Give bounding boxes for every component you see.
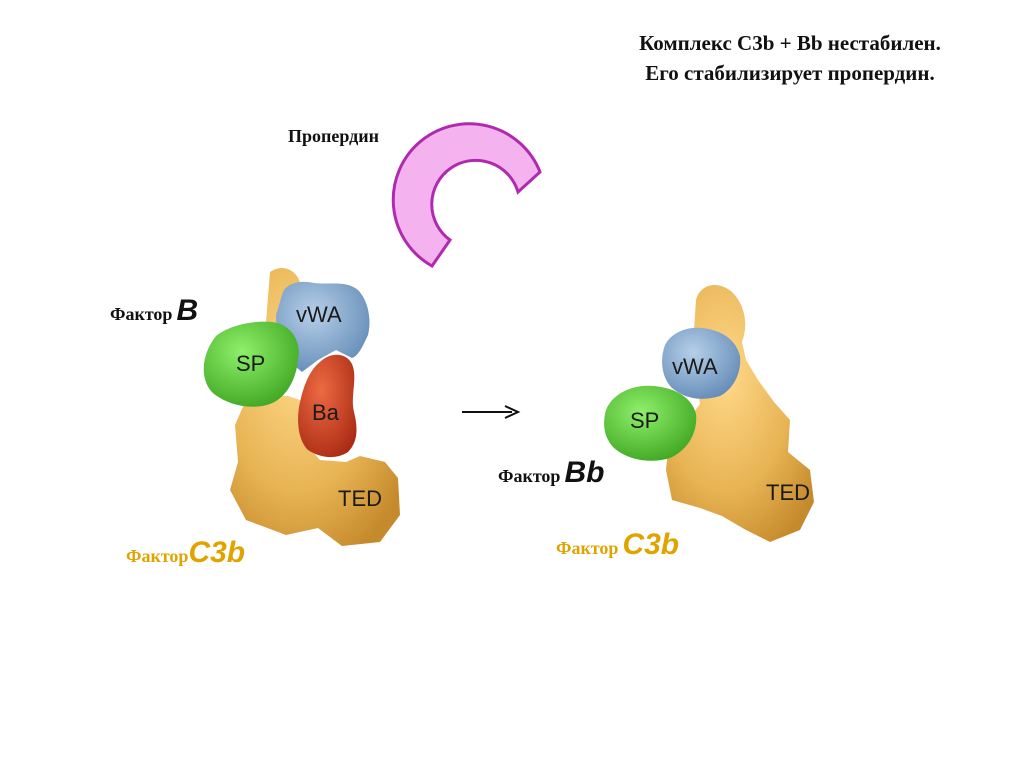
right-ted-text: TED: [766, 480, 810, 505]
right-factor-bb-letter: Bb: [564, 456, 605, 489]
left-factor-c3b-letter: C3b: [188, 536, 246, 569]
title-line-2: Его стабилизирует пропердин.: [645, 61, 935, 85]
right-factor-bb-label: Фактор Bb: [498, 456, 604, 490]
left-factor-b-word: Фактор: [110, 304, 173, 324]
right-sp-text: SP: [630, 408, 659, 433]
right-factor-bb-word: Фактор: [498, 466, 561, 486]
left-complex: vWA SP Ba TED: [203, 268, 400, 546]
arrow-right-icon: [462, 405, 521, 419]
left-ba-text: Ba: [312, 400, 340, 425]
left-factor-b-letter: B: [176, 294, 199, 327]
properdin-label: Пропердин: [288, 126, 379, 146]
left-c3b-body: [230, 268, 400, 546]
right-complex: vWA SP TED: [604, 285, 814, 542]
left-sp-text: SP: [236, 351, 265, 376]
left-factor-b-label: Фактор B: [110, 294, 198, 328]
right-factor-c3b-word: Фактор: [556, 538, 619, 558]
left-vwa-text: vWA: [296, 302, 342, 327]
right-factor-c3b-letter: C3b: [622, 528, 680, 561]
left-vwa-domain: [276, 281, 370, 372]
title-line-1: Комплекс С3b + Bb нестабилен.: [639, 31, 941, 55]
left-sp-domain: [203, 321, 299, 407]
slide-title: Комплекс С3b + Bb нестабилен. Его стабил…: [560, 28, 1020, 88]
left-ba-domain: [298, 354, 357, 458]
right-vwa-domain: [662, 327, 741, 399]
right-vwa-text: vWA: [672, 354, 718, 379]
right-factor-c3b-label: Фактор C3b: [556, 528, 679, 562]
left-ted-text: TED: [338, 486, 382, 511]
left-factor-c3b-label: ФакторC3b: [126, 536, 245, 570]
right-sp-domain: [604, 385, 697, 461]
left-factor-c3b-word: Фактор: [126, 546, 189, 566]
properdin-shape: [391, 122, 542, 268]
